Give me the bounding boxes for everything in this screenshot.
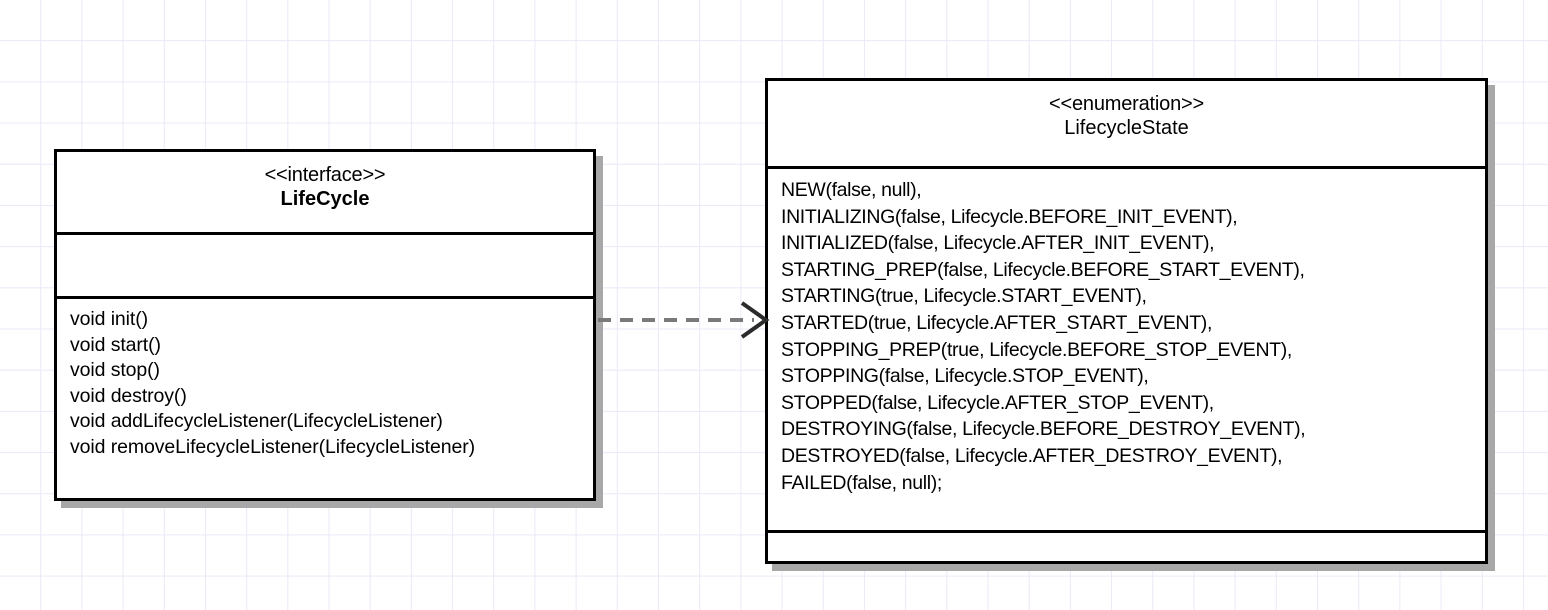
lifecycle-operations-compartment: void init() void start() void stop() voi… [57,296,593,498]
lifecyclestate-class-name: LifecycleState [1064,117,1189,140]
enum-constant-row: STOPPED(false, Lifecycle.AFTER_STOP_EVEN… [781,391,1214,414]
operation-row: void init() [70,308,149,330]
enum-constant-row: STARTING_PREP(false, Lifecycle.BEFORE_ST… [781,258,1305,281]
lifecycle-stereotype: <<interface>> [264,164,386,186]
open-arrowhead-icon [740,301,770,339]
enum-constant-row: STOPPING_PREP(true, Lifecycle.BEFORE_STO… [781,338,1292,361]
enum-constant-row: STARTED(true, Lifecycle.AFTER_START_EVEN… [781,311,1213,334]
lifecyclestate-stereotype: <<enumeration>> [1049,93,1204,115]
operation-row: void removeLifecycleListener(LifecycleLi… [70,435,475,458]
operation-row: void start() [70,333,161,356]
lifecyclestate-constants-compartment: NEW(false, null), INITIALIZING(false, Li… [768,166,1485,530]
operation-row: void stop() [70,359,160,382]
operation-row: void addLifecycleListener(LifecycleListe… [70,410,443,433]
uml-class-lifecyclestate[interactable]: <<enumeration>> LifecycleState NEW(false… [765,78,1488,564]
lifecyclestate-header-compartment: <<enumeration>> LifecycleState [768,81,1485,166]
lifecycle-attributes-compartment [57,232,593,296]
lifecycle-header-compartment: <<interface>> LifeCycle [57,152,593,232]
enum-constant-row: FAILED(false, null); [781,471,942,494]
operation-row: void destroy() [70,384,187,407]
enum-constant-row: STOPPING(false, Lifecycle.STOP_EVENT), [781,365,1149,388]
lifecyclestate-operations-compartment [768,530,1485,561]
uml-class-lifecycle[interactable]: <<interface>> LifeCycle void init() void… [54,149,596,501]
dependency-arrow-lifecycle-to-lifecyclestate[interactable] [596,296,772,344]
enum-constant-row: STARTING(true, Lifecycle.START_EVENT), [781,285,1147,308]
lifecycle-class-name: LifeCycle [280,188,370,211]
enum-constant-row: INITIALIZING(false, Lifecycle.BEFORE_INI… [781,205,1238,228]
enum-constant-row: NEW(false, null), [781,179,922,201]
enum-constant-row: INITIALIZED(false, Lifecycle.AFTER_INIT_… [781,232,1215,255]
enum-constant-row: DESTROYING(false, Lifecycle.BEFORE_DESTR… [781,418,1306,441]
enum-constant-row: DESTROYED(false, Lifecycle.AFTER_DESTROY… [781,444,1283,467]
